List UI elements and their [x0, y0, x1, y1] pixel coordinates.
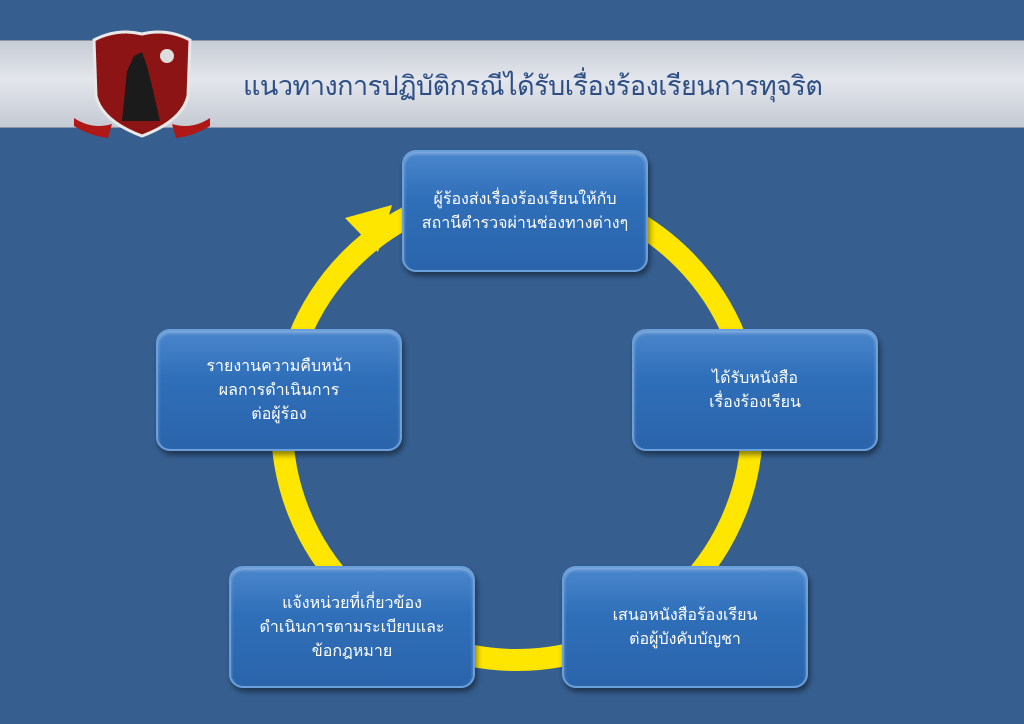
- step-4-line: ข้อกฎหมาย: [311, 641, 393, 660]
- step-4-line: ดำเนินการตามระเบียบและ: [259, 617, 445, 636]
- step-1-box: ผู้ร้องส่งเรื่องร้องเรียนให้กับสถานีตำรว…: [402, 150, 648, 272]
- step-5-box: รายงานความคืบหน้าผลการดำเนินการต่อผู้ร้อ…: [156, 329, 402, 451]
- step-3-line: เสนอหนังสือร้องเรียน: [612, 605, 758, 624]
- step-5-line: ต่อผู้ร้อง: [251, 404, 307, 423]
- step-2-box: ได้รับหนังสือเรื่องร้องเรียน: [632, 329, 878, 451]
- step-3-box: เสนอหนังสือร้องเรียนต่อผู้บังคับบัญชา: [562, 566, 808, 688]
- step-5-line: รายงานความคืบหน้า: [206, 356, 352, 375]
- step-4-line: แจ้งหน่วยที่เกี่ยวข้อง: [282, 593, 422, 612]
- page-title: แนวทางการปฏิบัติกรณีได้รับเรื่องร้องเรีย…: [243, 71, 823, 102]
- step-4-box: แจ้งหน่วยที่เกี่ยวข้องดำเนินการตามระเบีย…: [229, 566, 475, 688]
- step-5-line: ผลการดำเนินการ: [218, 380, 340, 399]
- step-1-line: ผู้ร้องส่งเรื่องร้องเรียนให้กับ: [433, 189, 617, 208]
- cycle-arrowhead-icon: [345, 205, 392, 252]
- step-2-line: ได้รับหนังสือ: [712, 368, 798, 387]
- step-3-line: ต่อผู้บังคับบัญชา: [629, 629, 741, 648]
- step-2-line: เรื่องร้องเรียน: [709, 392, 801, 411]
- police-station-logo: [74, 30, 210, 138]
- step-1-line: สถานีตำรวจผ่านช่องทางต่างๆ: [421, 213, 629, 232]
